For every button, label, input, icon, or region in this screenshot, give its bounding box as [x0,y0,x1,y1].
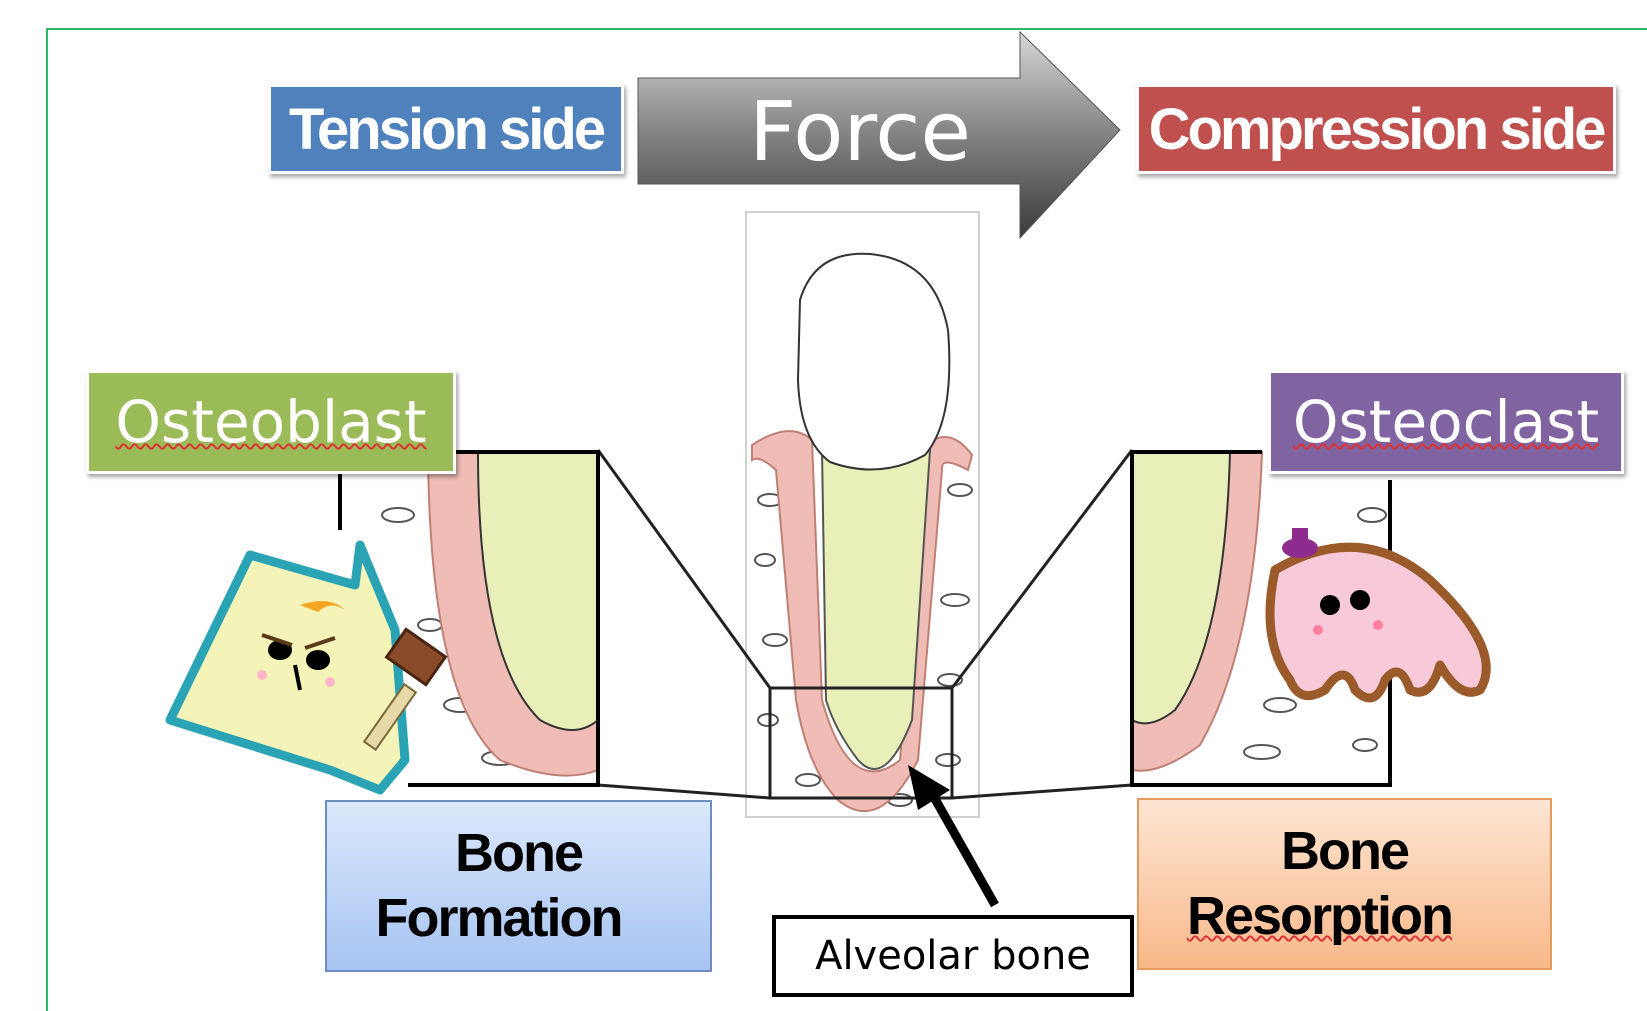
formation-line1: Bone [455,821,582,886]
tooth-crown [798,254,949,470]
tension-side-label: Tension side [268,84,624,174]
osteoclast-cartoon [1270,528,1486,698]
resorption-line1: Bone [1281,819,1408,884]
alveolar-bone-label: Alveolar bone [772,915,1134,997]
force-label: Force [700,82,1020,182]
osteoclast-text: Osteoclast [1293,388,1599,456]
resorption-line2: Resorption [1187,884,1452,949]
osteoclast-label: Osteoclast [1268,370,1624,474]
bone-resorption-box: Bone Resorption [1137,798,1552,970]
osteoblast-text: Osteoblast [115,388,426,456]
compression-side-label: Compression side [1136,84,1616,174]
formation-line2: Formation [376,886,622,951]
zoom-line-left-bottom [598,785,770,798]
osteoblast-label: Osteoblast [86,370,456,474]
zoom-line-left-top [598,450,770,688]
bone-formation-box: Bone Formation [325,800,712,972]
